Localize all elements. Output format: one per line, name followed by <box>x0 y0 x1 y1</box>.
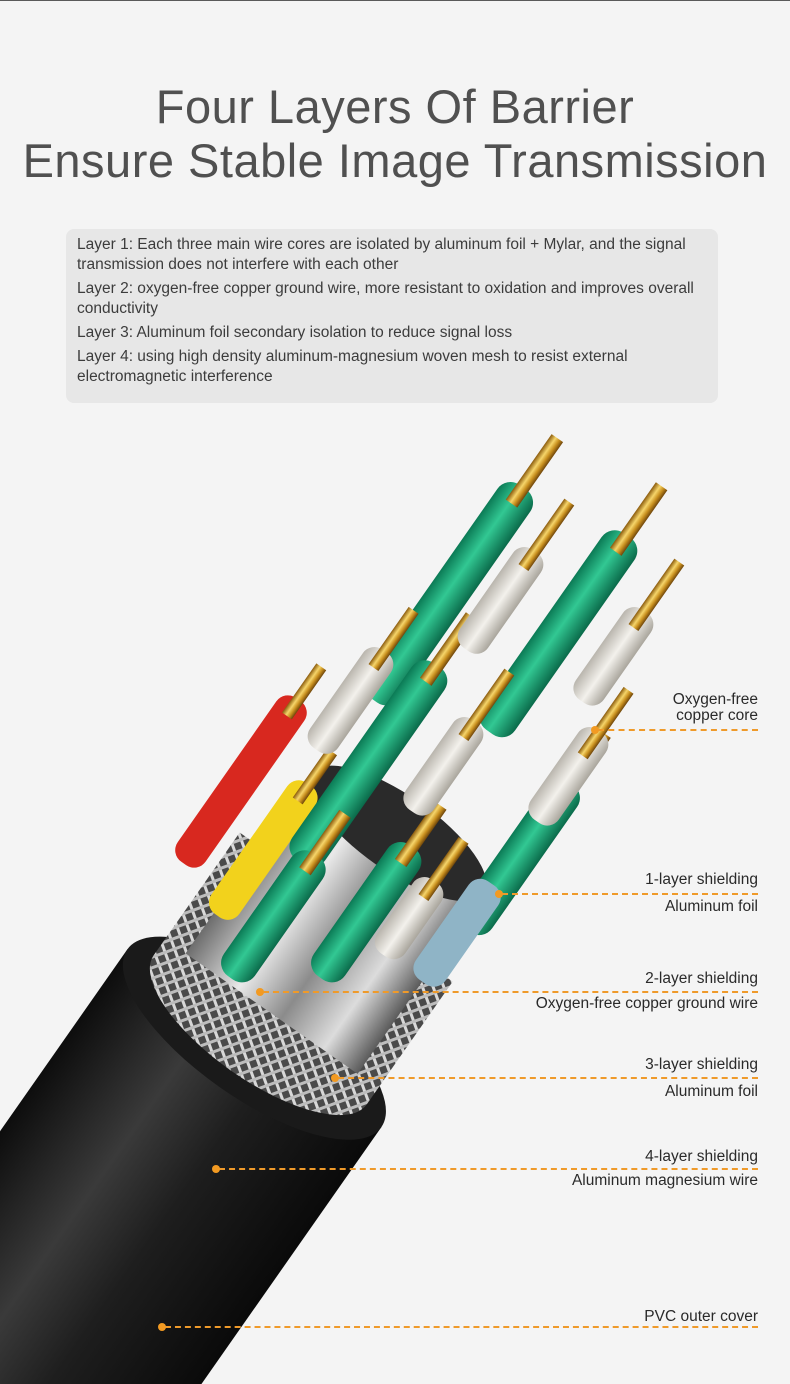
layer-2-description: Layer 2: oxygen-free copper ground wire,… <box>77 280 694 317</box>
layer-4-description: Layer 4: using high density aluminum-mag… <box>77 348 628 385</box>
page-title: Four Layers Of Barrier Ensure Stable Ima… <box>0 80 790 188</box>
callout-layer4-title: 4-layer shielding <box>645 1148 758 1165</box>
callout-layer2-leader <box>263 991 758 993</box>
callout-layer2-subtitle: Oxygen-free copper ground wire <box>535 995 758 1012</box>
callout-copper-core-dot <box>591 726 599 734</box>
layer-1-description: Layer 1: Each three main wire cores are … <box>77 236 686 273</box>
callout-pvc-title: PVC outer cover <box>644 1308 758 1325</box>
top-border-line <box>0 0 790 1</box>
callout-layer1-dot <box>495 890 503 898</box>
callout-layer1-subtitle: Aluminum foil <box>664 898 758 915</box>
callout-layer1-title: 1-layer shielding <box>645 871 758 888</box>
callout-copper-core-leader <box>598 729 758 731</box>
inner-wire-bundle <box>175 434 685 987</box>
callout-pvc-dot <box>158 1323 166 1331</box>
callout-layer3-title: 3-layer shielding <box>645 1056 758 1073</box>
title-line-1: Four Layers Of Barrier <box>155 80 635 133</box>
callout-layer3-dot <box>331 1074 339 1082</box>
callout-layer1-leader <box>502 893 758 895</box>
cable-cross-section-illustration <box>0 434 685 1384</box>
callout-copper-core-line1: Oxygen-free <box>672 691 758 708</box>
callout-layer4-subtitle: Aluminum magnesium wire <box>571 1172 758 1189</box>
callout-layer3-leader <box>338 1077 758 1079</box>
callout-copper-core-label: Oxygen-free copper core <box>673 692 758 724</box>
callout-layer4-leader <box>219 1168 758 1170</box>
callout-layer3-subtitle: Aluminum foil <box>664 1083 758 1100</box>
callout-layer2-title: 2-layer shielding <box>645 970 758 987</box>
layers-description-box: Layer 1: Each three main wire cores are … <box>66 229 718 403</box>
layer-3-description: Layer 3: Aluminum foil secondary isolati… <box>77 324 513 341</box>
callout-layer2-dot <box>256 988 264 996</box>
title-line-2: Ensure Stable Image Transmission <box>22 134 768 187</box>
callout-copper-core-line2: copper core <box>676 707 758 724</box>
callout-layer4-dot <box>212 1165 220 1173</box>
callout-pvc-leader <box>165 1326 758 1328</box>
